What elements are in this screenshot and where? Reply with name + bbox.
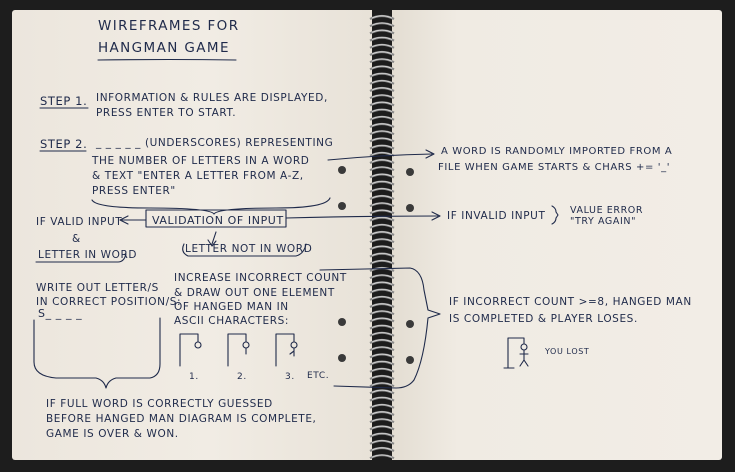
step2-text-line-3: & TEXT "ENTER A LETTER FROM A-Z, <box>92 170 304 182</box>
step2-text-line-4: PRESS ENTER" <box>92 185 176 197</box>
spiral-coil-highlight <box>371 29 393 33</box>
spiral-coil-highlight <box>371 44 393 48</box>
spiral-coil-highlight <box>371 173 393 177</box>
hangman-stage-label-1: 1. <box>189 372 199 382</box>
if-invalid-input-label: IF INVALID INPUT <box>447 210 546 222</box>
spiral-coil-highlight <box>371 101 393 105</box>
spiral-coil-highlight <box>371 137 393 141</box>
spiral-coil-highlight <box>371 418 393 422</box>
spiral-coil-highlight <box>371 166 393 170</box>
spiral-coil-highlight <box>371 260 393 264</box>
spiral-coil-highlight <box>371 245 393 249</box>
spiral-coil-highlight <box>371 238 393 242</box>
random-word-note-line-2: FILE WHEN GAME STARTS & CHARS += '_' <box>438 162 671 173</box>
spiral-coil-highlight <box>371 231 393 235</box>
letter-not-in-word-label: LETTER NOT IN WORD <box>185 243 313 255</box>
try-again-label: "TRY AGAIN" <box>570 216 637 227</box>
step2-label: STEP 2. <box>40 137 88 151</box>
lose-note-line-2: IS COMPLETED & PLAYER LOSES. <box>449 313 638 325</box>
punch-hole <box>338 166 346 174</box>
notebook-left-page <box>12 10 372 460</box>
step1-text-line-1: INFORMATION & RULES ARE DISPLAYED, <box>96 92 328 104</box>
spiral-coil-highlight <box>371 80 393 84</box>
spiral-coil-highlight <box>371 411 393 415</box>
correct-branch-line-2: IN CORRECT POSITION/S: <box>36 296 182 308</box>
incorrect-branch-line-2: & DRAW OUT ONE ELEMENT <box>174 287 335 299</box>
letter-in-word-label: LETTER IN WORD <box>38 249 138 261</box>
spiral-coil-highlight <box>371 425 393 429</box>
value-error-label: VALUE ERROR <box>570 205 644 216</box>
step2-text-line-2: THE NUMBER OF LETTERS IN A WORD <box>92 155 310 167</box>
spiral-coil-highlight <box>371 440 393 444</box>
spiral-coil-highlight <box>371 145 393 148</box>
spiral-coil-highlight <box>371 87 393 91</box>
spiral-coil-highlight <box>371 195 393 199</box>
punch-hole <box>338 202 346 210</box>
win-note-line-2: BEFORE HANGED MAN DIAGRAM IS COMPLETE, <box>46 413 317 425</box>
spiral-coil-highlight <box>371 116 393 120</box>
step2-text-line-1: _ _ _ _ _ (UNDERSCORES) REPRESENTING <box>96 137 334 149</box>
spiral-coil-highlight <box>371 253 393 256</box>
spiral-coil-highlight <box>371 202 393 206</box>
you-lost-label: YOU LOST <box>545 347 590 356</box>
incorrect-branch-line-3: OF HANGED MAN IN <box>174 301 289 313</box>
punch-hole <box>338 318 346 326</box>
hangman-stage-label-2: 2. <box>237 372 247 382</box>
spiral-coil-highlight <box>371 224 393 228</box>
random-word-note-line-1: A WORD IS RANDOMLY IMPORTED FROM A <box>441 146 673 157</box>
ampersand-label: & <box>72 233 81 245</box>
spiral-coil-highlight <box>371 209 393 213</box>
hangman-etc-label: ETC. <box>307 371 330 381</box>
punch-hole <box>406 168 414 176</box>
lose-note-line-1: IF INCORRECT COUNT >=8, HANGED MAN <box>449 296 692 308</box>
step1-label: STEP 1. <box>40 94 88 108</box>
spiral-coil-highlight <box>371 94 393 98</box>
incorrect-branch-line-4: ASCII CHARACTERS: <box>174 315 290 327</box>
title-line-1: WIREFRAMES FOR <box>98 18 240 34</box>
punch-hole <box>406 356 414 364</box>
punch-hole <box>406 320 414 328</box>
win-note-line-1: IF FULL WORD IS CORRECTLY GUESSED <box>46 398 273 410</box>
correct-branch-line-1: WRITE OUT LETTER/S <box>36 282 159 294</box>
spiral-coil-highlight <box>371 404 393 408</box>
notebook-right-page <box>392 10 722 460</box>
spiral-coil-highlight <box>371 73 393 76</box>
if-valid-input-label: IF VALID INPUT <box>36 216 123 228</box>
spiral-coil-highlight <box>371 433 393 436</box>
spiral-coil-highlight <box>371 181 393 184</box>
win-note-line-3: GAME IS OVER & WON. <box>46 428 179 440</box>
spiral-coil-highlight <box>371 447 393 451</box>
spiral-coil-highlight <box>371 37 393 40</box>
spiral-coil-highlight <box>371 65 393 69</box>
hangman-stage-label-3: 3. <box>285 372 295 382</box>
spiral-coil-highlight <box>371 15 393 19</box>
spiral-coil-highlight <box>371 397 393 400</box>
spiral-coil-highlight <box>371 454 393 458</box>
incorrect-branch-line-1: INCREASE INCORRECT COUNT <box>174 272 347 284</box>
spiral-coil-highlight <box>371 188 393 192</box>
validation-box-label: VALIDATION OF INPUT <box>152 214 284 227</box>
spiral-binding <box>369 14 395 460</box>
correct-branch-example: S_ _ _ _ <box>38 307 83 320</box>
punch-hole <box>406 204 414 212</box>
spiral-coil-highlight <box>371 58 393 62</box>
spiral-coil-highlight <box>371 22 393 26</box>
punch-hole <box>338 354 346 362</box>
spiral-coil-highlight <box>371 123 393 127</box>
spiral-coil-highlight <box>371 109 393 112</box>
spiral-coil-highlight <box>371 130 393 134</box>
spiral-coil-highlight <box>371 51 393 55</box>
spiral-coil-highlight <box>371 389 393 393</box>
title-line-2: HANGMAN GAME <box>98 40 230 56</box>
step1-text-line-2: PRESS ENTER TO START. <box>96 107 237 119</box>
